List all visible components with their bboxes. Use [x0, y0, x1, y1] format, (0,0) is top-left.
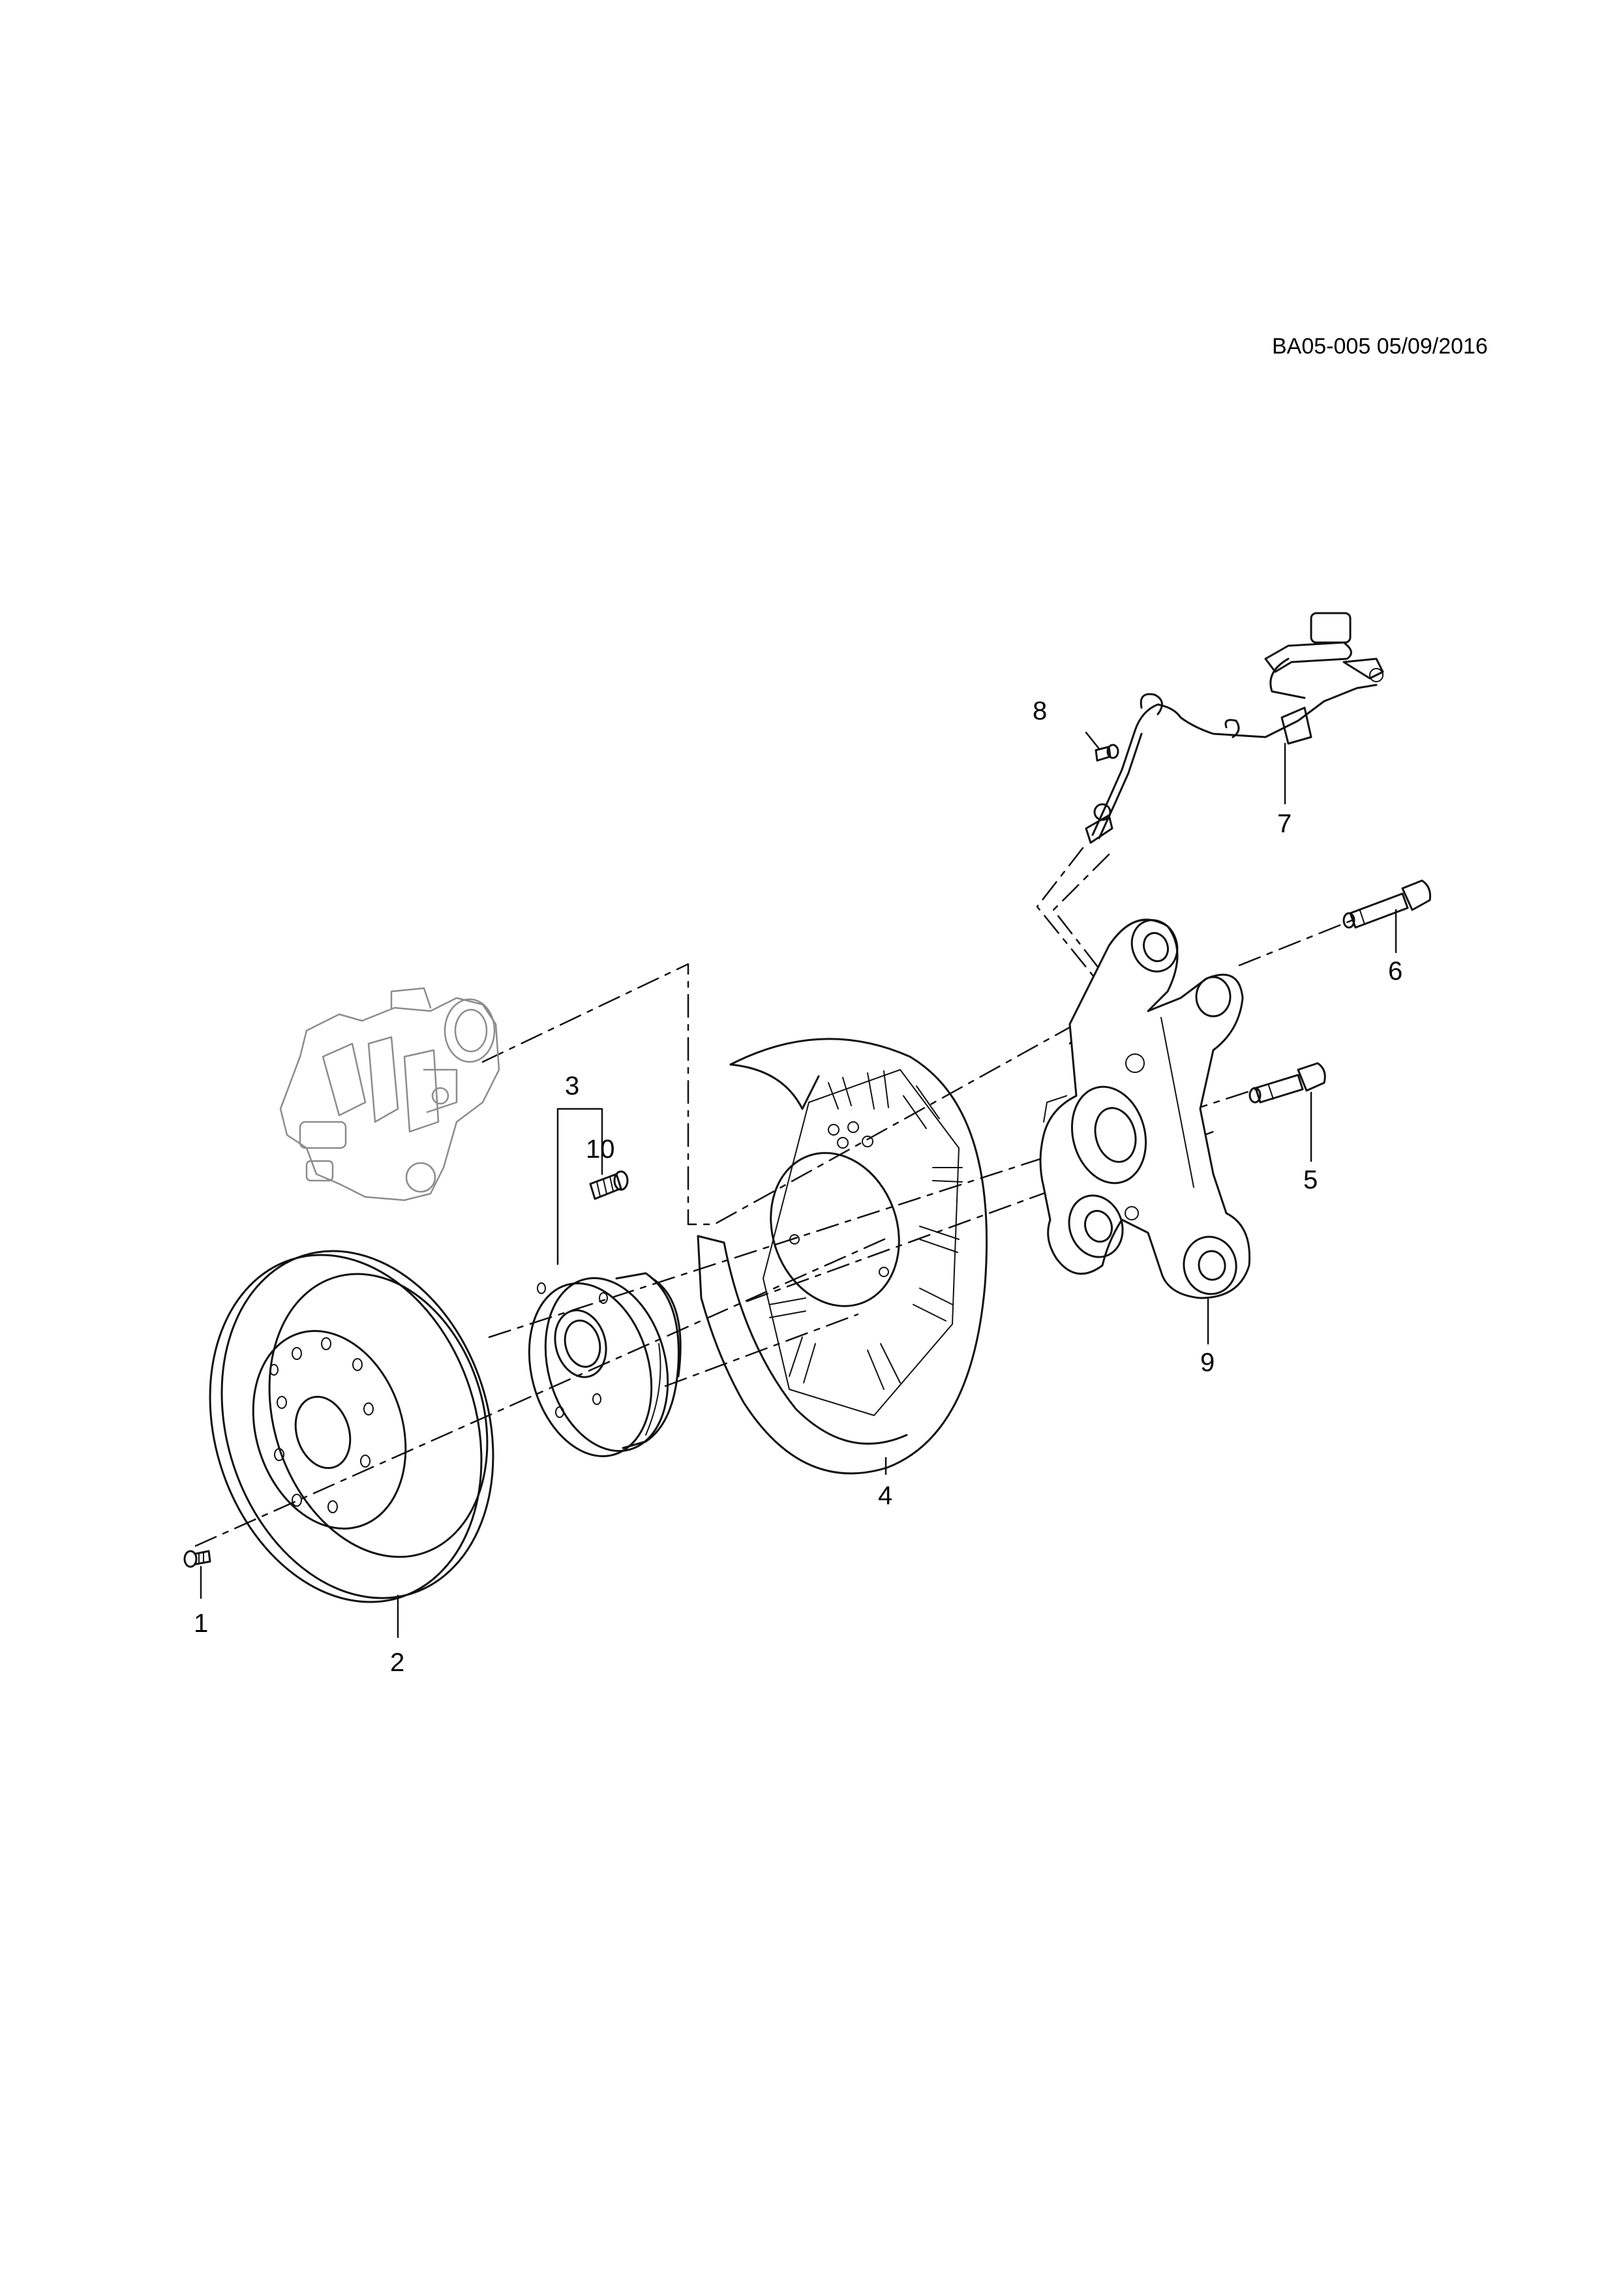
part-3-wheel-hub	[528, 1272, 682, 1457]
callout-5: 5	[1303, 1166, 1318, 1194]
callout-10: 10	[586, 1135, 615, 1164]
callout-numbers: 1 2 3 4 5 6 7 8 9 10	[194, 697, 1402, 1677]
part-8-screw	[1095, 744, 1119, 762]
part-6-bolt	[1342, 879, 1431, 929]
leader-lines	[200, 731, 1397, 1639]
part-10-wheel-stud	[589, 1170, 629, 1200]
callout-7: 7	[1277, 809, 1292, 838]
part-5-bolt	[1248, 1062, 1326, 1104]
callout-9: 9	[1200, 1348, 1215, 1377]
part-9-knuckle	[1039, 918, 1251, 1299]
part-4-dust-shield	[697, 1038, 988, 1475]
callout-2: 2	[390, 1648, 404, 1677]
diagram-code-label: BA05-005 05/09/2016	[1272, 334, 1488, 359]
part-1-screw	[183, 1550, 211, 1568]
callout-4: 4	[878, 1481, 892, 1510]
part-7-sensor-harness	[1085, 612, 1384, 844]
part-2-brake-disc	[209, 1250, 494, 1603]
callout-6: 6	[1388, 957, 1402, 986]
callout-8: 8	[1033, 697, 1047, 725]
callout-1: 1	[194, 1609, 208, 1638]
brake-caliper	[279, 987, 500, 1201]
callout-3: 3	[565, 1072, 579, 1100]
